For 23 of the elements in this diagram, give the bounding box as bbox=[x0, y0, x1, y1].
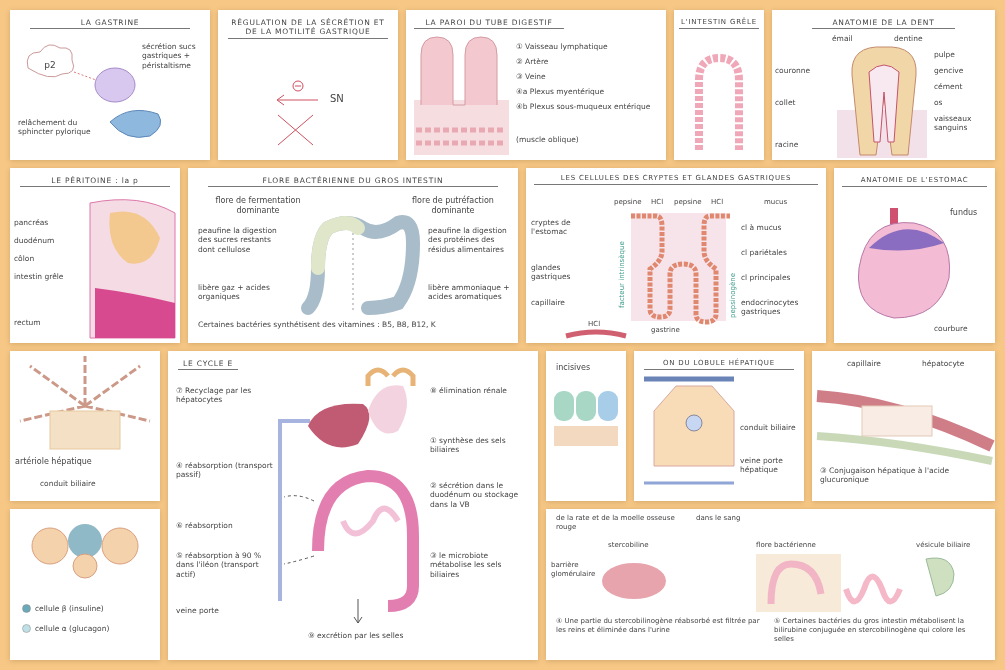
note-card bbox=[546, 351, 626, 501]
note-card bbox=[218, 10, 398, 160]
note-card bbox=[168, 351, 538, 660]
note-card bbox=[674, 10, 764, 160]
note-card bbox=[10, 168, 180, 343]
annotation-label: SN bbox=[330, 93, 345, 106]
note-card bbox=[772, 10, 995, 160]
annotation-label: flore de fermentation dominante bbox=[214, 196, 302, 216]
note-card bbox=[188, 168, 518, 343]
note-card bbox=[10, 10, 210, 160]
note-card bbox=[10, 509, 160, 660]
annotation-label: p2 bbox=[43, 60, 57, 72]
annotation-label: fundus bbox=[950, 208, 979, 218]
note-card bbox=[406, 10, 666, 160]
note-card bbox=[834, 168, 995, 343]
note-card bbox=[634, 351, 804, 501]
note-card bbox=[812, 351, 995, 501]
note-card bbox=[10, 351, 160, 501]
note-card bbox=[546, 509, 995, 660]
annotation-label: artériole hépatique bbox=[15, 457, 93, 467]
annotation-label: flore de putréfaction dominante bbox=[411, 196, 495, 216]
note-card bbox=[526, 168, 826, 343]
annotation-label: incisives bbox=[556, 363, 592, 373]
